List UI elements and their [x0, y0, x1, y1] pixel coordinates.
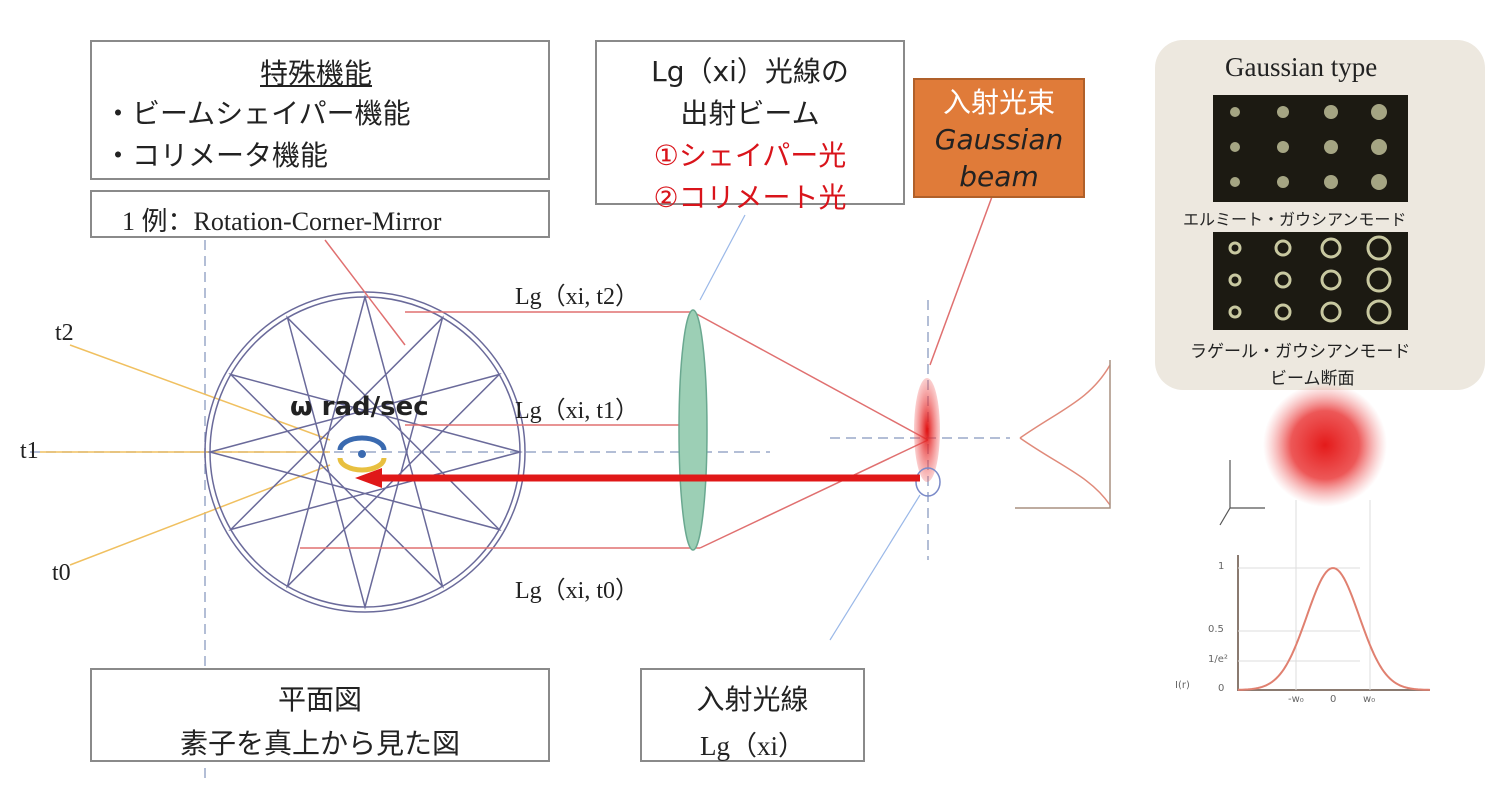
laguerre-mode-spot [1274, 303, 1292, 321]
hermite-mode-spot [1371, 174, 1387, 190]
laguerre-mode-spot [1320, 301, 1342, 323]
ray-label-t0: Lg（xi, t0） [515, 578, 639, 604]
example-box: 1 例：Rotation-Corner-Mirror [90, 190, 550, 238]
hermite-mode-spot [1324, 140, 1338, 154]
laguerre-caption: ラゲール・ガウシアンモード [1190, 342, 1411, 362]
hermite-mode-spot [1230, 177, 1240, 187]
ray-label-t1: Lg（xi, t1） [515, 398, 639, 424]
output-line1: Lg（xi）光線の [651, 55, 849, 88]
profile-ytick: 1/e² [1208, 654, 1228, 665]
incident-ray-symbol: Lg（xi） [700, 731, 805, 761]
features-title: 特殊機能 [260, 57, 373, 90]
laguerre-mode-spot [1320, 269, 1342, 291]
laguerre-mode-spot [1320, 237, 1342, 259]
incident-beam-title: 入射光束 [942, 86, 1055, 119]
hermite-mode-spot [1324, 175, 1338, 189]
time-label-t2: t2 [55, 320, 74, 346]
hermite-caption: エルミート・ガウシアンモード [1183, 210, 1407, 229]
laguerre-mode-spot [1274, 271, 1292, 289]
features-box: 特殊機能 ・ビームシェイパー機能 ・コリメータ機能 [90, 40, 550, 180]
profile-ytick: 0.5 [1208, 624, 1224, 635]
laguerre-mode-spot [1274, 239, 1292, 257]
divergence-plot [1015, 360, 1111, 509]
feature-item: ・コリメータ機能 [104, 139, 329, 172]
gaussian-profile-plot [1237, 500, 1431, 691]
output-line2: 出射ビーム [680, 97, 820, 130]
time-label-t0: t0 [52, 560, 71, 586]
ray-label-t2: Lg（xi, t2） [515, 284, 639, 310]
collimated-light: ②コリメート光 [653, 181, 847, 214]
output-rays [300, 174, 1001, 549]
output-beam-box: Lg（xi）光線の 出射ビーム ①シェイパー光 ②コリメート光 [595, 40, 905, 214]
incident-beam-box: 入射光束 Gaussian beam [913, 78, 1085, 198]
hermite-mode-spot [1324, 105, 1338, 119]
time-rays [40, 344, 331, 566]
incident-ray-title: 入射光線 [696, 683, 809, 716]
hermite-mode-spot [1371, 104, 1387, 120]
laguerre-mode-spot [1366, 267, 1392, 293]
laguerre-mode-spot [1366, 299, 1392, 325]
incident-beam-spot [914, 378, 940, 482]
profile-ytick: 0 [1218, 683, 1225, 694]
cross-section-caption: ビーム断面 [1270, 369, 1355, 389]
lens [678, 309, 708, 551]
laguerre-mode-spot [1228, 241, 1242, 255]
rotation-speed-label: ω rad/sec [290, 392, 429, 422]
hermite-mode-spot [1277, 176, 1289, 188]
incident-beam-gaussian: Gaussian [934, 123, 1064, 156]
rotation-icon [337, 435, 387, 473]
laguerre-gauss-modes-image [1213, 232, 1408, 330]
hermite-mode-spot [1371, 139, 1387, 155]
hermite-mode-spot [1230, 142, 1240, 152]
gaussian-type-title: Gaussian type [1225, 52, 1378, 82]
profile-ylabel: I(r) [1175, 680, 1190, 691]
laguerre-mode-spot [1366, 235, 1392, 261]
plan-view-subtitle: 素子を真上から見た図 [179, 727, 460, 760]
hermite-mode-spot [1230, 107, 1240, 117]
incident-ray-arrow [355, 468, 920, 488]
laguerre-mode-spot [1228, 305, 1242, 319]
incident-beam-beam: beam [959, 160, 1039, 193]
feature-item: ・ビームシェイパー機能 [104, 97, 411, 130]
plan-view-box: 平面図 素子を真上から見た図 [90, 668, 550, 762]
incident-ray-box: 入射光線 Lg（xi） [640, 668, 865, 762]
hermite-mode-spot [1277, 141, 1289, 153]
profile-xtick: 0 [1330, 694, 1337, 705]
time-label-t1: t1 [20, 438, 39, 464]
profile-ytick: 1 [1218, 561, 1225, 572]
profile-xtick: w₀ [1363, 694, 1376, 705]
profile-xtick: -w₀ [1288, 694, 1304, 705]
plan-view-title: 平面図 [277, 683, 362, 716]
example-label: 1 例：Rotation-Corner-Mirror [122, 207, 442, 236]
hermite-mode-spot [1277, 106, 1289, 118]
laguerre-mode-spot [1228, 273, 1242, 287]
shaper-light: ①シェイパー光 [653, 139, 847, 172]
beam-cross-section [1263, 383, 1387, 507]
